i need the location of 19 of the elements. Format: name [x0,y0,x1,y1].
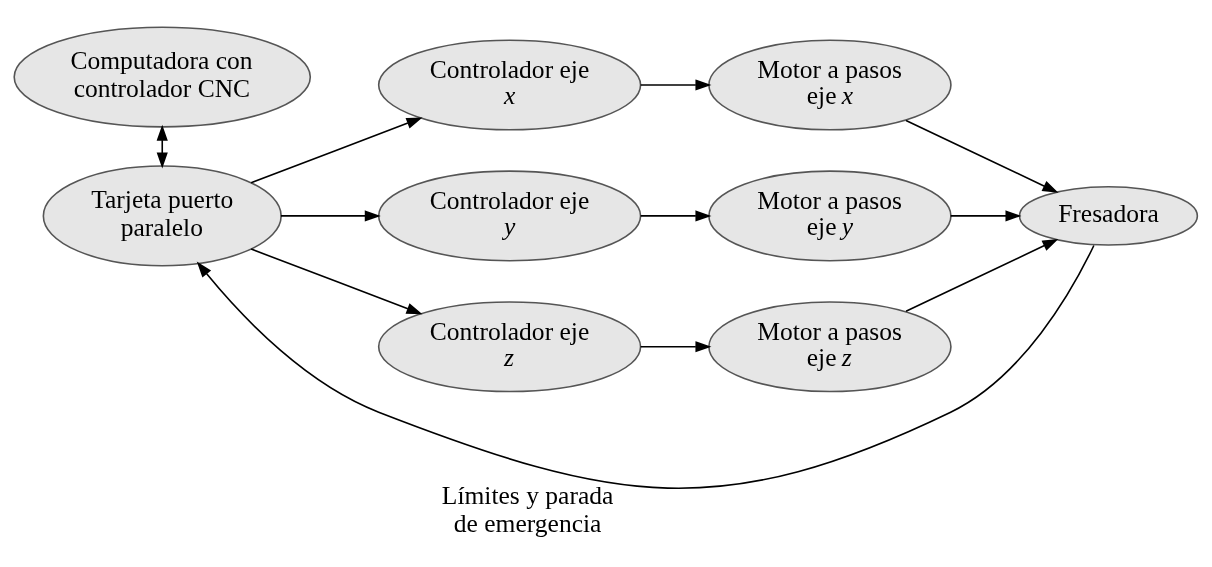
node-ellipse: Motor a pasos eje z [708,300,952,392]
arrow [949,209,1022,221]
node-ellipse: Fresadora [1018,185,1199,246]
arrow [250,247,423,314]
edge-label: Límites y parada de emergencia [441,480,614,538]
arrow [905,119,1059,193]
arrow [639,340,712,352]
node-ellipse: Motor a pasos eje y [708,169,952,261]
arrow [639,209,712,221]
node-ellipse: Tarjeta puerto paralelo [42,164,282,267]
arrow [196,244,1095,489]
node-ellipse: Controlador eje y [377,169,642,261]
node-ellipse: Computadora con controlador CNC [13,25,312,128]
arrow [639,78,712,91]
arrow [280,209,381,221]
arrow [156,124,168,168]
node-ellipse: Motor a pasos eje x [708,38,952,131]
arrow [905,238,1059,312]
arrow [250,117,423,183]
